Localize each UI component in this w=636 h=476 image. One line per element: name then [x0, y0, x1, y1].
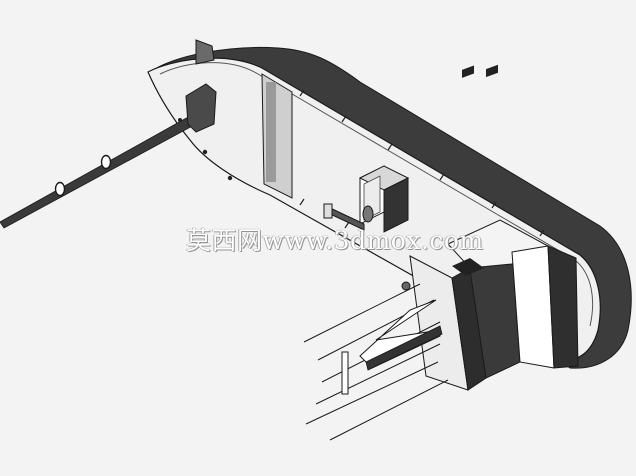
coupling-block: [323, 203, 333, 219]
bulkhead-shade: [266, 82, 276, 182]
stern-hatch: [462, 65, 474, 78]
rudder-blade: [365, 325, 443, 371]
rudder-pin: [401, 281, 411, 291]
propeller-shaft: [0, 115, 197, 229]
shaft-ring: [100, 154, 112, 170]
watermark-text: 莫西网www.3dmox.com: [186, 226, 484, 255]
coupling-flange: [362, 205, 374, 223]
deck-inner-line: [159, 62, 594, 327]
bow-fin: [195, 39, 215, 65]
stern-notch: [452, 258, 484, 276]
rudder-post: [341, 351, 349, 395]
bow-hole: [227, 175, 233, 181]
bow-hole: [202, 149, 208, 155]
shaft-ring: [54, 181, 66, 197]
engine-box-side: [383, 177, 409, 233]
stern-block-right: [547, 245, 579, 369]
stern-hatch: [486, 64, 498, 78]
shaft-housing: [185, 83, 217, 133]
